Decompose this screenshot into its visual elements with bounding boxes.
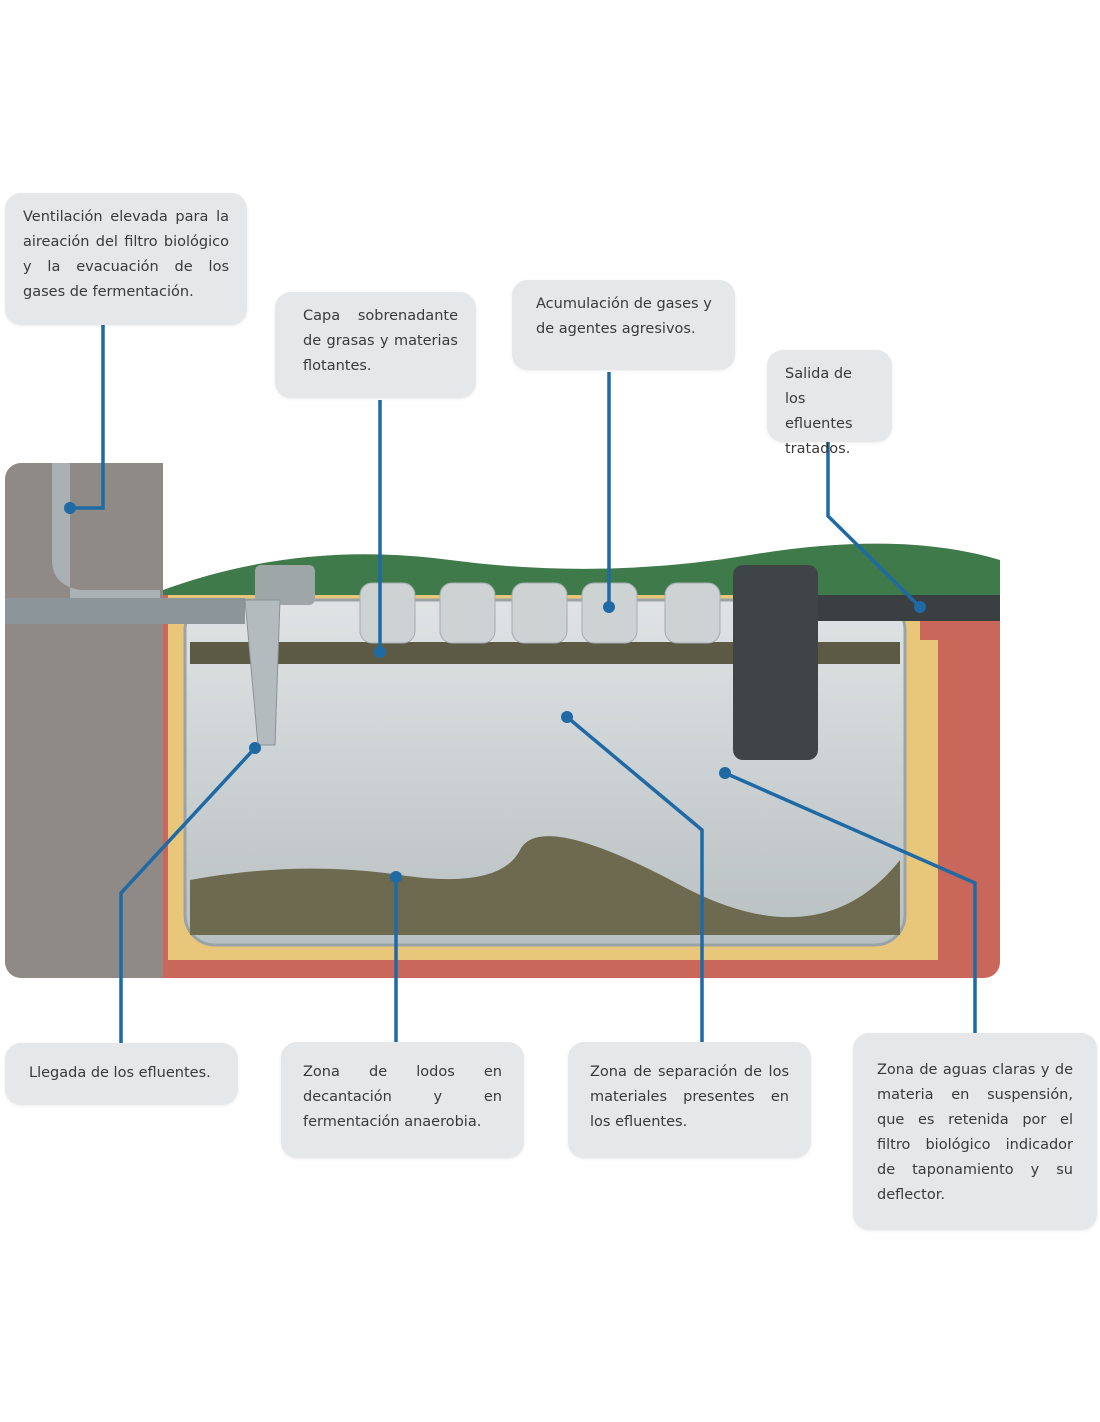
label-salida: Salida de los efluentes tratados. xyxy=(767,350,892,457)
vent-pipe xyxy=(52,463,160,598)
inlet-tee xyxy=(244,599,281,746)
label-ventilacion: Ventilación elevada para la aireación de… xyxy=(5,193,247,325)
sludge-layer xyxy=(190,836,900,935)
label-lodos: Zona de lodos en decantación y en fermen… xyxy=(281,1042,524,1158)
label-aguas: Zona de aguas claras y de materia en sus… xyxy=(853,1033,1097,1230)
leader-dots xyxy=(64,502,926,883)
label-acumulacion: Acumulación de gases y de agentes agresi… xyxy=(512,280,735,370)
inlet-pipe xyxy=(5,598,245,624)
label-llegada: Llegada de los efluentes. xyxy=(5,1043,238,1105)
wall xyxy=(5,463,163,978)
leader-lines xyxy=(70,325,977,1043)
scum-layer xyxy=(190,642,900,664)
inlet-riser xyxy=(255,565,315,605)
label-separacion: Zona de separación de los materiales pre… xyxy=(568,1042,811,1158)
biological-filter xyxy=(733,565,818,760)
label-capa: Capa sobrenadante de grasas y materias f… xyxy=(275,292,476,398)
outlet-pipe xyxy=(818,595,1000,621)
